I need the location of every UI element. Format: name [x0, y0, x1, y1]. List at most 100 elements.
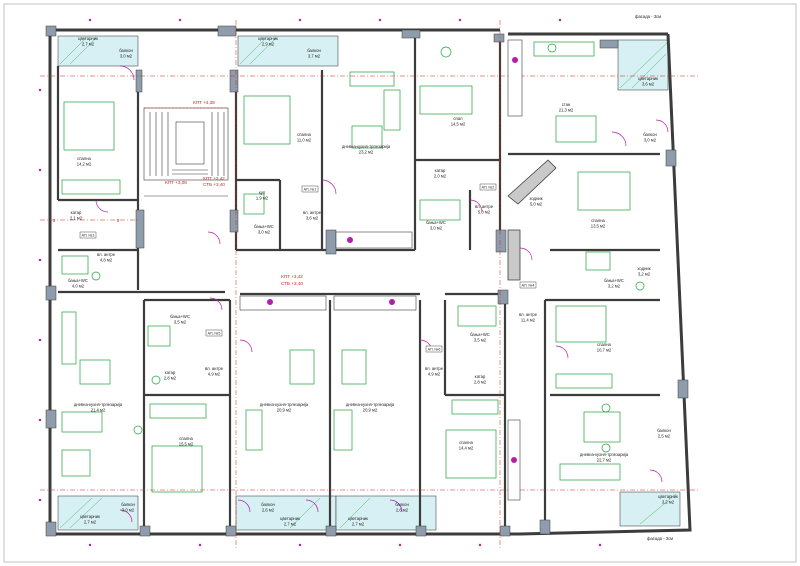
column — [665, 149, 677, 167]
wardrobe-icon — [451, 399, 499, 415]
bed-icon — [419, 85, 473, 115]
unit-tag: АП. №5 — [208, 332, 221, 336]
bathtub-icon — [147, 325, 171, 347]
room-label: катар — [475, 374, 486, 379]
room-label: ходник — [529, 196, 542, 201]
sofa-icon — [533, 41, 595, 57]
room-area: 3,7 м2 — [308, 54, 321, 59]
bed-icon — [243, 95, 291, 145]
bathtub-icon — [585, 251, 611, 271]
wardrobe-icon — [61, 179, 121, 195]
chair-icon — [601, 443, 611, 453]
toilet-icon — [91, 271, 101, 281]
axis-lines — [40, 20, 700, 550]
room-area: 11,0 м2 — [297, 138, 312, 143]
room-label: дневна-кухня-трпезарија — [580, 452, 629, 457]
facade-note: фасада - 3см — [635, 14, 661, 19]
stove-icon — [267, 299, 273, 305]
level-stair-top: КПТ +4,38 — [193, 100, 215, 105]
room-label: цветарник — [658, 494, 678, 499]
room-label: вл. антре — [97, 252, 116, 257]
room-label: цветарник — [78, 36, 98, 41]
room-area: 3,0 м2 — [122, 508, 135, 513]
room-area: 4,0 м2 — [72, 284, 85, 289]
sink-icon — [151, 375, 161, 385]
balcony-strip — [237, 35, 339, 67]
kitchen-counter — [239, 295, 327, 311]
room-label: цветарник — [258, 36, 278, 41]
room-label: балкон — [119, 48, 133, 53]
level-stair-mid1: КПТ +3,42 — [203, 176, 225, 181]
angled-wall — [507, 159, 557, 205]
axis-label: 3 — [117, 218, 120, 223]
room-area: 3,6 м2 — [306, 216, 319, 221]
room-label: балкон — [121, 502, 135, 507]
room-label: куп — [259, 190, 265, 195]
room-label: спална — [459, 440, 473, 445]
unit-tags: АП. №1 АП. №2 АП. №3 АП. №4 АП. №5 АП. №… — [79, 183, 537, 353]
stove-icon — [511, 457, 517, 463]
room-area: 3,0 м2 — [644, 138, 657, 143]
table-icon — [351, 125, 383, 149]
column — [217, 25, 237, 37]
room-area: 21,3 м2 — [559, 108, 574, 113]
room-label: балкон — [307, 48, 321, 53]
room-label: спал — [453, 116, 463, 121]
unit-tag: АП. №1 — [304, 188, 317, 192]
room-area: 5,0 м2 — [478, 210, 491, 215]
shower-icon — [243, 193, 265, 215]
column — [495, 229, 507, 253]
room-label: балкон — [643, 132, 657, 137]
plant-icon — [133, 425, 143, 435]
columns — [45, 25, 689, 537]
room-label: цветарник — [638, 76, 658, 81]
column — [45, 409, 57, 429]
room-area: 2,7 м2 — [82, 42, 95, 47]
room-label: спална — [597, 342, 611, 347]
column — [45, 521, 57, 537]
room-label: вл. антре — [425, 366, 444, 371]
room-area: 13,5 м2 — [591, 224, 606, 229]
kitchen-counter — [333, 295, 417, 311]
room-label: спална — [77, 156, 91, 161]
dimension-marks — [38, 18, 602, 547]
sofa-icon — [559, 463, 621, 481]
sofa-icon — [349, 71, 395, 87]
room-area: 2,5 м2 — [658, 434, 671, 439]
column — [135, 209, 145, 249]
sofa-icon — [245, 409, 263, 451]
room-label: стан — [562, 102, 571, 107]
column — [493, 33, 505, 43]
room-label: цветарник — [348, 516, 368, 521]
sink-icon — [635, 281, 645, 291]
room-area: 22,7 м2 — [597, 458, 612, 463]
room-area: 4,9 м2 — [208, 372, 221, 377]
room-label: вл. антре — [303, 210, 322, 215]
wardrobe-icon — [555, 373, 613, 389]
room-area: 3,5 м2 — [474, 338, 487, 343]
table-icon — [341, 349, 367, 385]
stove-icon — [389, 299, 395, 305]
room-label: катар — [435, 168, 446, 173]
room-area: 3,5 м2 — [174, 320, 187, 325]
room-label: спална — [179, 436, 193, 441]
column — [325, 525, 337, 537]
room-label: балкон — [657, 428, 671, 433]
room-label: спална — [297, 132, 311, 137]
room-label: дневна-кухня-трпезарија — [342, 144, 391, 149]
sofa-icon — [333, 409, 353, 451]
room-area: 3,2 м2 — [608, 284, 621, 289]
bathtub-icon — [419, 199, 461, 221]
column — [325, 229, 337, 255]
column — [539, 519, 551, 535]
staircase — [143, 107, 229, 197]
unit-tag: АП. №4 — [522, 284, 535, 288]
table-icon — [555, 115, 597, 143]
room-area: 10,7 м2 — [597, 348, 612, 353]
column — [415, 525, 427, 537]
bed-icon — [577, 171, 631, 211]
room-area: 23,2 м2 — [359, 150, 374, 155]
table-icon — [583, 411, 621, 443]
sheet-border — [3, 3, 797, 563]
room-label: катар — [71, 210, 82, 215]
